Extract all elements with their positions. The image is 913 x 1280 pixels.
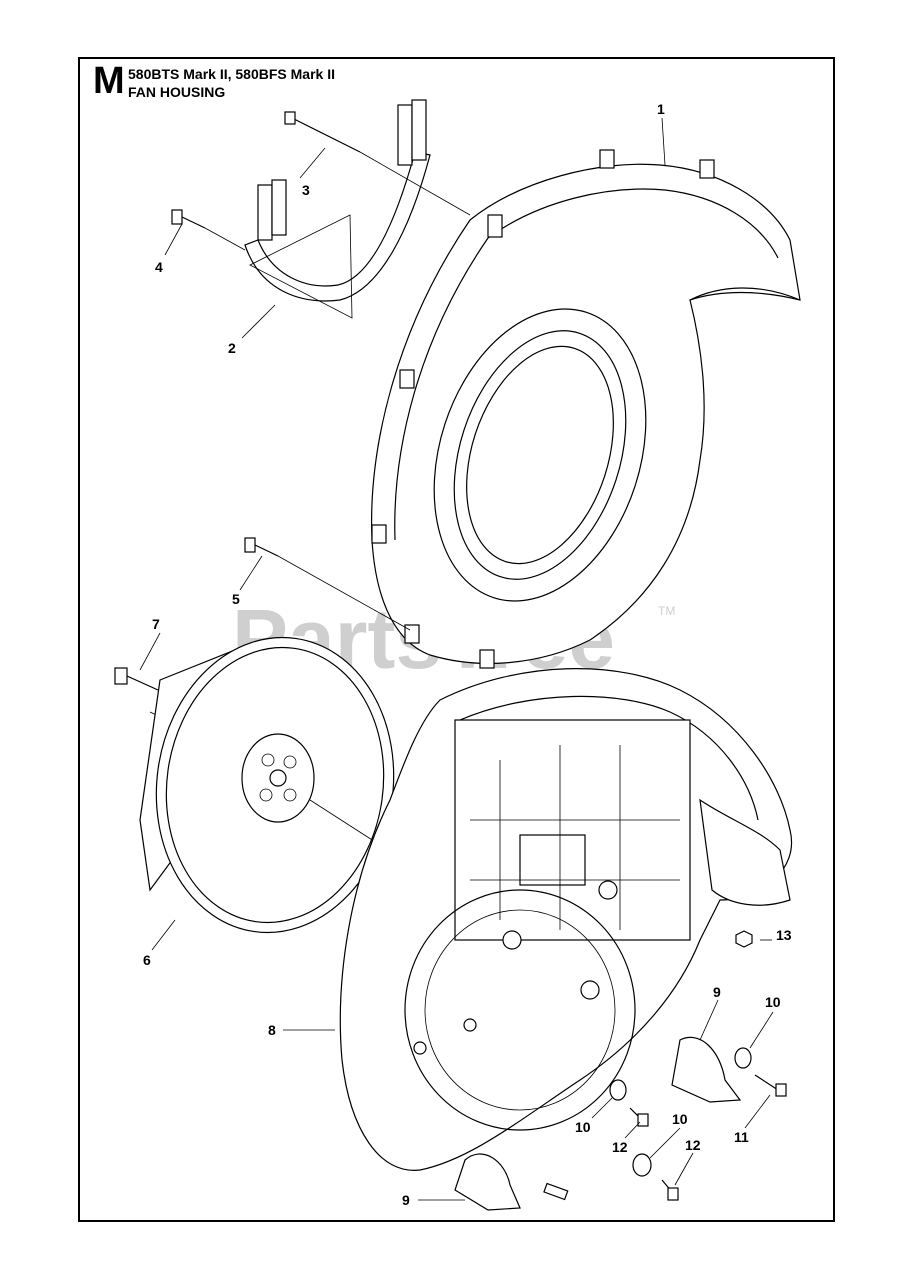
leader-lines [139, 117, 774, 1201]
part-label-9-right: 9 [713, 984, 721, 1000]
part-label-13: 13 [776, 927, 792, 943]
housing-screw [244, 537, 411, 631]
diagram-frame [78, 57, 835, 1222]
part-label-6: 6 [143, 952, 151, 968]
fan-wheel [139, 636, 395, 934]
long-bolt [284, 111, 471, 216]
hose-clamp-left [454, 1153, 569, 1211]
part-label-12-upper: 12 [612, 1139, 628, 1155]
screw-11 [754, 1074, 787, 1097]
part-label-1: 1 [657, 101, 665, 117]
part-label-2: 2 [228, 340, 236, 356]
part-label-12-lower: 12 [685, 1137, 701, 1153]
fan-housing-cover [371, 149, 801, 669]
hose-clamp-right [671, 1036, 742, 1103]
clip-10-center [609, 1079, 627, 1101]
part-label-7: 7 [152, 616, 160, 632]
nut-13 [735, 930, 753, 948]
section-title: FAN HOUSING [128, 84, 226, 100]
bracket-screw [171, 209, 246, 251]
part-label-8: 8 [268, 1022, 276, 1038]
part-label-10-lower: 10 [672, 1111, 688, 1127]
part-label-10-right: 10 [765, 994, 781, 1010]
housing-bracket [244, 99, 431, 319]
fan-housing-base [339, 668, 793, 1171]
part-label-9-left: 9 [402, 1192, 410, 1208]
screw-12-lower [661, 1179, 679, 1201]
clip-10-right [734, 1047, 752, 1069]
part-label-3: 3 [302, 182, 310, 198]
part-label-10-center: 10 [575, 1119, 591, 1135]
screw-12-upper [629, 1107, 649, 1127]
section-letter: M [93, 60, 125, 102]
model-title: 580BTS Mark II, 580BFS Mark II [128, 66, 335, 82]
part-label-11: 11 [734, 1129, 749, 1145]
watermark-trademark: TM [658, 604, 675, 618]
part-label-5: 5 [232, 591, 240, 607]
clip-10-lower [632, 1153, 652, 1177]
part-label-4: 4 [155, 259, 163, 275]
